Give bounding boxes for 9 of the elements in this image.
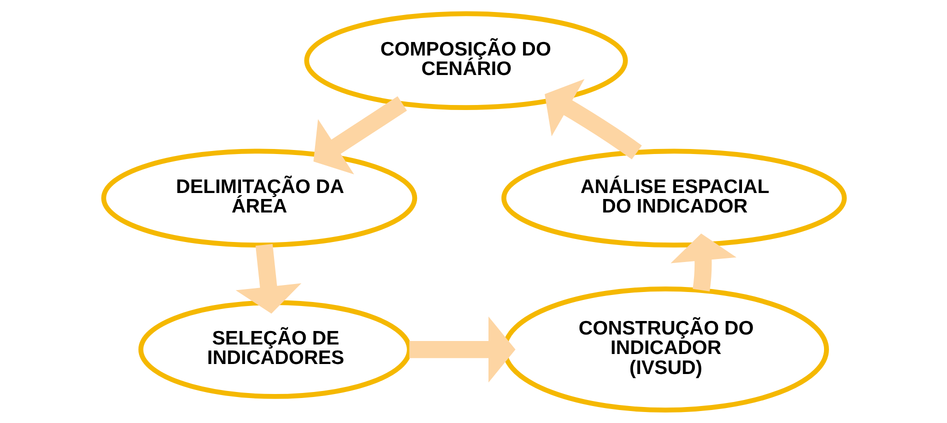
- arrow: [670, 232, 736, 291]
- node-ellipse: DELIMITAÇÃO DA ÁREA: [100, 148, 417, 248]
- node-ellipse: COMPOSIÇÃO DO CENÁRIO: [304, 10, 628, 110]
- arrow: [235, 243, 301, 314]
- arrow: [312, 96, 406, 174]
- node-ellipse: SELEÇÃO DE INDICADORES: [138, 300, 412, 398]
- arrow: [544, 78, 642, 159]
- node-ellipse: ANÁLISE ESPACIAL DO INDICADOR: [500, 148, 846, 248]
- arrow: [408, 316, 515, 382]
